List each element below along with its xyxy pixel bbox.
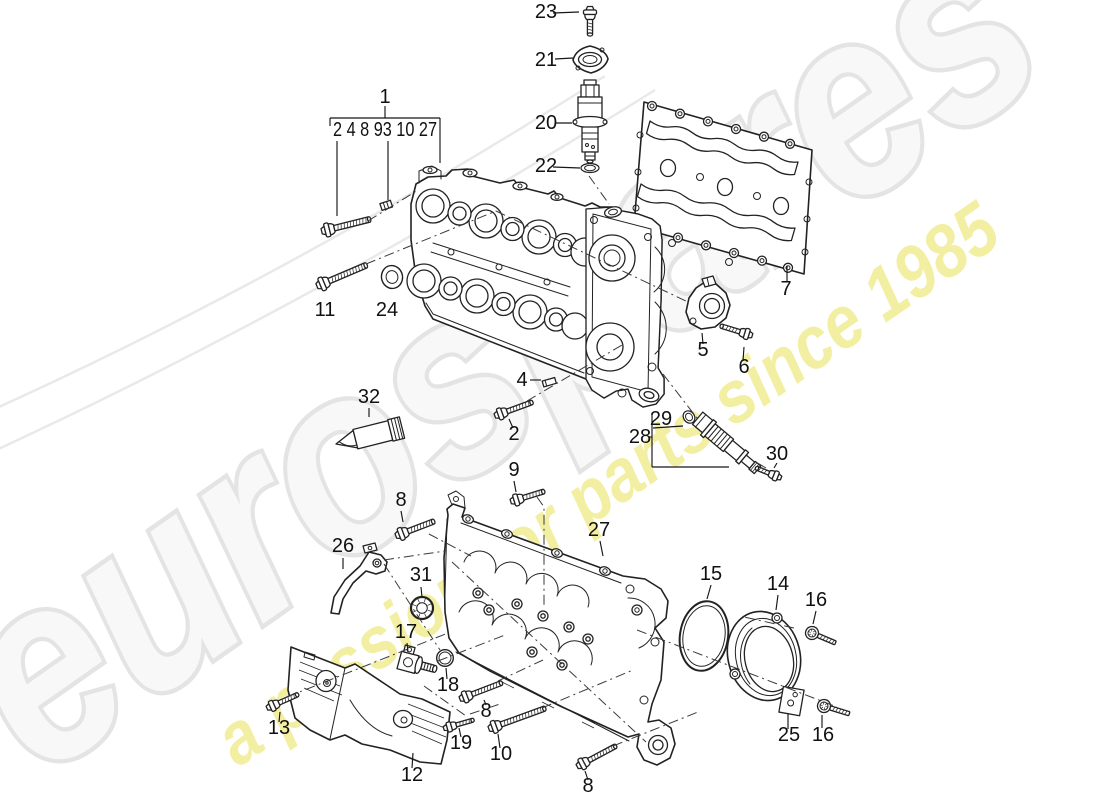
bolt-part-23 bbox=[582, 5, 598, 37]
seal-ring-part-15 bbox=[678, 600, 730, 672]
leader-line-13 bbox=[278, 711, 281, 723]
bolt-part-8 bbox=[394, 518, 436, 541]
part-number-21: 21 bbox=[535, 49, 557, 71]
part-number-12: 12 bbox=[401, 764, 423, 786]
seal-ring-part-31 bbox=[409, 595, 435, 621]
leader-line-30 bbox=[773, 462, 778, 469]
part-number-6: 6 bbox=[738, 356, 749, 378]
bolt-part-2 bbox=[320, 216, 372, 238]
part-number-30: 30 bbox=[766, 443, 788, 465]
part-number-15: 15 bbox=[700, 563, 722, 585]
bolt-part-9 bbox=[509, 488, 546, 507]
seal-ring-part-24 bbox=[380, 264, 404, 290]
part-number-4: 4 bbox=[516, 369, 527, 391]
part-number-5: 5 bbox=[697, 339, 708, 361]
part-number-8: 8 bbox=[480, 700, 491, 722]
bolt-part-10 bbox=[487, 705, 547, 735]
leader-line-22 bbox=[552, 166, 581, 169]
sensor-housing-5 bbox=[685, 275, 731, 330]
part-number-8: 8 bbox=[582, 775, 593, 797]
part-number-22: 22 bbox=[535, 155, 557, 177]
part-number-11: 11 bbox=[315, 299, 336, 321]
flange-plate-21 bbox=[572, 45, 609, 74]
part-number-24: 24 bbox=[376, 299, 398, 321]
part-number-16: 16 bbox=[812, 724, 834, 746]
leader-line-8 bbox=[584, 770, 589, 781]
bolt-part-8 bbox=[575, 743, 618, 771]
bracket-and-leader-lines bbox=[329, 106, 729, 468]
leader-line-17 bbox=[406, 642, 409, 653]
part-number-28: 28 bbox=[629, 426, 651, 448]
bolt-part-8 bbox=[458, 680, 504, 704]
bolt-part-2 bbox=[493, 399, 534, 421]
leader-line-21 bbox=[554, 57, 574, 60]
leader-line-8 bbox=[400, 510, 404, 523]
part-number-9: 9 bbox=[508, 459, 519, 481]
camshaft-housing bbox=[443, 490, 676, 766]
part-number-23: 23 bbox=[535, 1, 557, 23]
bolt-part-30 bbox=[754, 465, 783, 482]
leader-line-19 bbox=[458, 727, 462, 738]
bolt-part-16 bbox=[804, 625, 837, 646]
part-number-18: 18 bbox=[437, 674, 459, 696]
solenoid-valve-28 bbox=[691, 411, 762, 475]
leader-line-15 bbox=[706, 584, 712, 600]
leader-line-9 bbox=[513, 480, 517, 493]
background-swoosh bbox=[0, 74, 656, 450]
part-number-19: 19 bbox=[450, 732, 472, 754]
sealant-tube-32 bbox=[335, 416, 406, 450]
part-number-29: 29 bbox=[650, 408, 672, 430]
assembly-number: 1 bbox=[379, 86, 390, 108]
part-number-10: 10 bbox=[490, 743, 512, 765]
bolt-part-6 bbox=[719, 323, 754, 341]
leader-line-16 bbox=[812, 610, 817, 625]
part-number-17: 17 bbox=[395, 621, 417, 643]
part-number-8: 8 bbox=[395, 489, 406, 511]
cover-plate-12 bbox=[287, 646, 451, 765]
part-number-20: 20 bbox=[535, 112, 557, 134]
retainer-plate-25 bbox=[778, 685, 805, 717]
bolt-part-19 bbox=[442, 717, 475, 733]
cylinder-head-cover bbox=[406, 165, 667, 408]
centerlines bbox=[286, 175, 838, 747]
clip-part bbox=[379, 199, 394, 211]
part-number-14: 14 bbox=[767, 573, 789, 595]
leader-line-6 bbox=[742, 346, 745, 362]
part-number-31: 31 bbox=[410, 564, 432, 586]
sensor-17 bbox=[396, 644, 438, 675]
leader-line-23 bbox=[552, 11, 580, 14]
part-number-16: 16 bbox=[805, 589, 827, 611]
leader-line-27 bbox=[599, 540, 604, 557]
bolt-part-16 bbox=[816, 698, 851, 717]
part-number-32: 32 bbox=[358, 386, 380, 408]
leader-line-18 bbox=[445, 667, 448, 680]
support-bracket-26 bbox=[330, 542, 388, 615]
part-number-2: 2 bbox=[508, 423, 519, 445]
valve-cover-gasket bbox=[632, 100, 813, 275]
part-number-7: 7 bbox=[780, 278, 791, 300]
seal-ring-part-22 bbox=[580, 162, 600, 174]
leader-line-2 bbox=[508, 418, 514, 429]
leader-line-14 bbox=[775, 594, 779, 611]
bolt-part-11 bbox=[315, 262, 369, 292]
assembly-included-parts: 2 4 8 93 10 27 bbox=[333, 119, 437, 141]
leader-line-12 bbox=[411, 752, 414, 769]
part-number-13: 13 bbox=[268, 717, 290, 739]
part-number-26: 26 bbox=[332, 535, 354, 557]
leader-line-10 bbox=[497, 733, 501, 749]
solenoid-valve-20 bbox=[572, 79, 608, 164]
leader-line-5 bbox=[701, 332, 704, 345]
round-cover-14 bbox=[726, 610, 802, 702]
part-number-25: 25 bbox=[778, 724, 800, 746]
leader-line-31 bbox=[420, 586, 423, 598]
bolt-part-13 bbox=[265, 692, 300, 713]
leader-line-8 bbox=[483, 699, 487, 706]
seal-ring-part-29 bbox=[682, 410, 696, 424]
part-number-27: 27 bbox=[588, 519, 610, 541]
